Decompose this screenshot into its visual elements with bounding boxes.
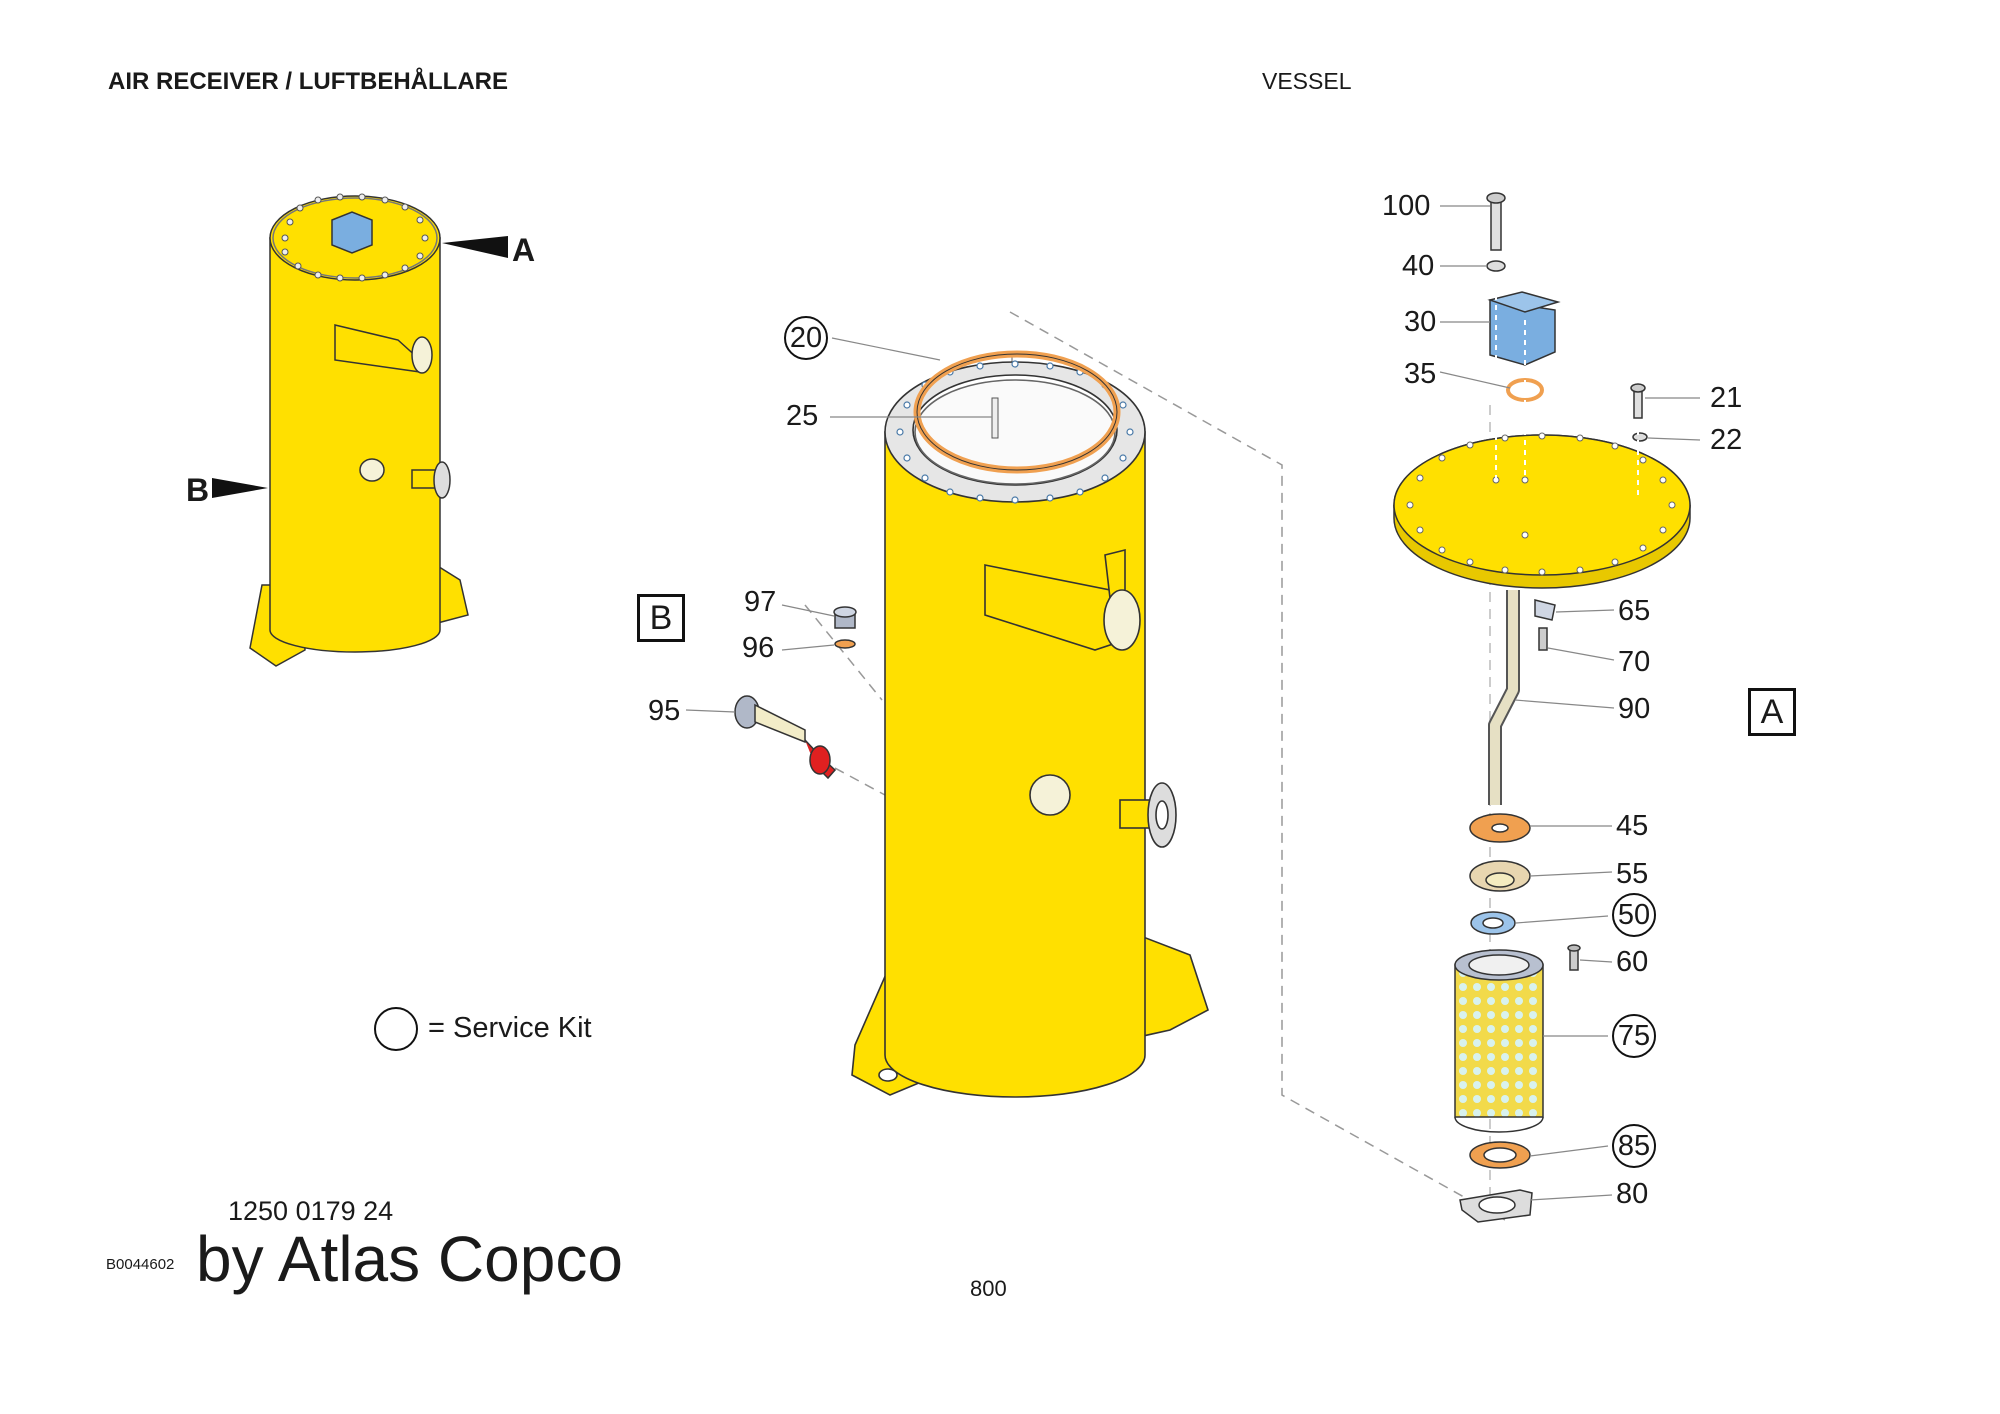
image-id: B0044602 <box>106 1256 175 1273</box>
part-number-40: 40 <box>1402 250 1435 282</box>
part-number-21: 21 <box>1710 382 1743 414</box>
part-number-65: 65 <box>1618 595 1651 627</box>
part-number-100: 100 <box>1382 190 1431 222</box>
part-number-70: 70 <box>1618 646 1651 678</box>
page-title: AIR RECEIVER / LUFTBEHÅLLARE <box>108 68 509 95</box>
part-number-97: 97 <box>744 586 777 618</box>
page-number: 800 <box>970 1276 1007 1301</box>
part-number-80: 80 <box>1616 1178 1649 1210</box>
overview-label-a: A <box>512 232 536 268</box>
part-number-95: 95 <box>648 695 681 727</box>
part-number-22: 22 <box>1710 424 1743 456</box>
part-number-45: 45 <box>1616 810 1649 842</box>
part-number-60: 60 <box>1616 946 1649 978</box>
part-number-30: 30 <box>1404 306 1437 338</box>
part-callout-20: 20 <box>784 316 828 360</box>
main-vessel <box>804 311 1506 1221</box>
detail-label-b: B <box>637 594 685 642</box>
section-title: VESSEL <box>1262 68 1352 94</box>
drain-valve <box>734 606 857 780</box>
top-cover-assembly <box>1393 192 1691 589</box>
filter-assembly <box>1454 590 1581 1223</box>
part-callout-50: 50 <box>1612 893 1656 937</box>
service-kit-symbol <box>374 1007 418 1051</box>
part-callout-85: 85 <box>1612 1124 1656 1168</box>
part-callout-75: 75 <box>1612 1014 1656 1058</box>
drawing-number: 1250 0179 24 <box>228 1196 394 1226</box>
part-number-90: 90 <box>1618 693 1651 725</box>
detail-label-a: A <box>1748 688 1796 736</box>
part-number-25: 25 <box>786 400 819 432</box>
brand-line: by Atlas Copco <box>196 1223 623 1295</box>
part-number-35: 35 <box>1404 358 1437 390</box>
overview-label-b: B <box>186 472 210 508</box>
part-number-55: 55 <box>1616 858 1649 890</box>
service-kit-legend: = Service Kit <box>428 1012 592 1044</box>
overview-vessel <box>212 193 508 667</box>
part-number-96: 96 <box>742 632 775 664</box>
